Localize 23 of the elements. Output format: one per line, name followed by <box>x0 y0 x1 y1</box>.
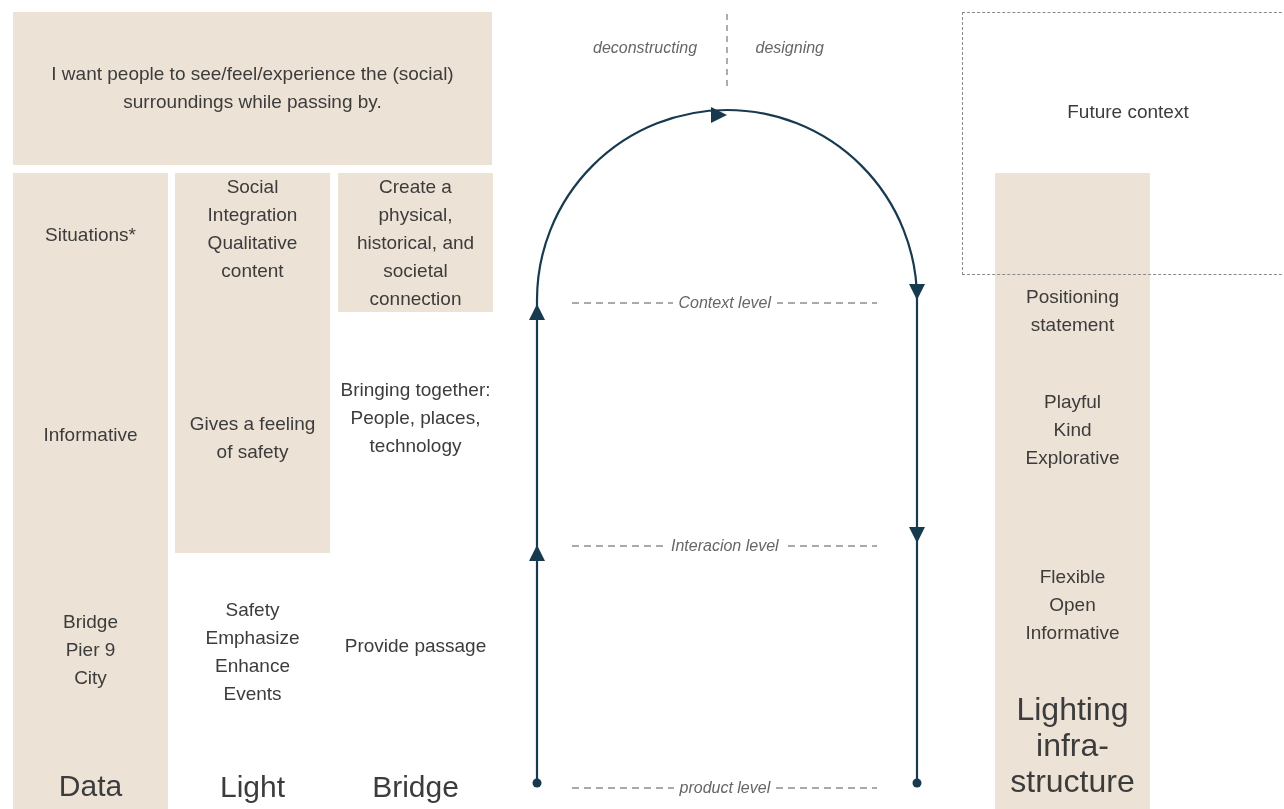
statement-text: I want people to see/feel/experience the (social) surroundings while passing by. <box>50 62 455 114</box>
row-text: Provide passage <box>343 634 488 658</box>
column-heading: Bridge <box>371 770 460 804</box>
row-text: Positioning statement <box>1025 285 1120 337</box>
row-text: Playful Kind Explorative <box>1024 390 1121 470</box>
column-heading: Lighting infra-structure <box>1009 691 1136 799</box>
row-text: Safety Emphasize Enhance Events <box>204 598 301 706</box>
row-text: Informative <box>42 423 139 447</box>
row-text: Bringing together: People, places, technology <box>339 378 492 458</box>
column-panel <box>338 173 493 312</box>
row-text: Flexible Open Informative <box>1024 565 1121 645</box>
column-panel <box>995 173 1150 809</box>
row-text: Social Integration Qualitative content <box>206 175 299 283</box>
row-text: Gives a feeling of safety <box>188 412 317 464</box>
column-heading: Light <box>218 770 287 804</box>
row-text: Create a physical, historical, and societal connection <box>355 175 476 311</box>
column-panel <box>175 173 330 553</box>
column-panel <box>13 173 168 809</box>
row-text: Situations* <box>44 223 137 247</box>
column-heading: Data <box>57 769 124 803</box>
frame-title: Future context <box>1066 100 1190 124</box>
statement-box <box>13 12 492 165</box>
row-text: Bridge Pier 9 City <box>62 610 119 690</box>
